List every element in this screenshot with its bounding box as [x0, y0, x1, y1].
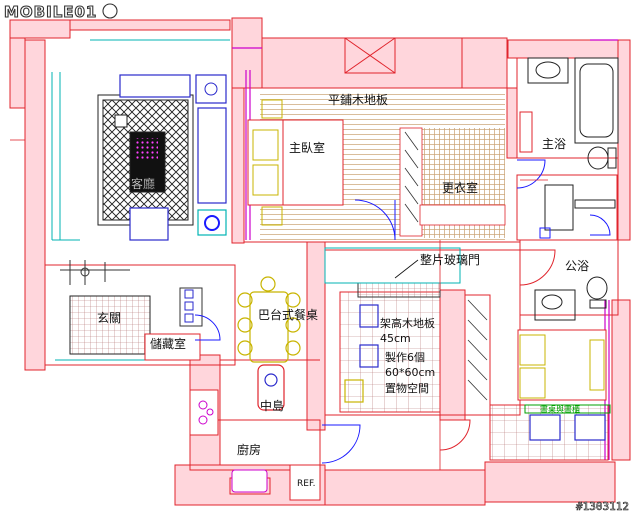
label-master-bedroom: 主臥室	[289, 140, 325, 155]
entry-grid-fixture	[60, 260, 130, 285]
label-dining: 巴台式餐桌	[258, 307, 318, 322]
raised-floor-storage	[344, 304, 379, 403]
raised-floor-header	[357, 282, 441, 298]
bedroom-2	[464, 294, 611, 461]
glass-door-leader	[394, 259, 419, 279]
raised-floor	[339, 291, 441, 413]
label-floor-type: 平鋪木地板	[328, 92, 388, 107]
label-island: 中島	[260, 398, 284, 413]
image-id-stamp: #1303112	[576, 500, 629, 513]
label-storage: 儲藏室	[150, 336, 186, 351]
wall-outlines	[44, 37, 619, 495]
label-raised-floor-4: 60*60cm	[385, 366, 435, 379]
dining-table	[237, 276, 301, 411]
label-raised-floor-5: 置物空間	[385, 381, 429, 395]
label-living-room: 客廳	[131, 176, 155, 191]
label-master-bath: 主浴	[542, 137, 566, 151]
kitchen-counter	[189, 389, 321, 501]
label-public-bath: 公浴	[565, 259, 589, 273]
label-raised-floor-3: 製作6個	[385, 350, 425, 364]
glass-door-strip	[324, 247, 461, 284]
label-kitchen: 廚房	[237, 442, 261, 457]
label-closet: 更衣室	[442, 180, 478, 195]
label-entry: 玄關	[97, 310, 121, 325]
doors	[194, 159, 611, 464]
closet-rods	[399, 127, 506, 237]
bed-master	[247, 99, 344, 226]
living-room-furniture	[97, 74, 227, 241]
label-raised-floor-2: 45cm	[380, 332, 411, 345]
watermark-circle	[102, 3, 118, 19]
label-glass-door: 整片玻璃門	[420, 252, 480, 267]
label-fridge: REF.	[297, 479, 316, 489]
entry-cabinets	[69, 287, 203, 361]
label-raised-floor-1: 架高木地板	[380, 316, 435, 330]
master-bath-fixtures	[519, 57, 619, 170]
watermark-logo: MOBILE01	[4, 3, 97, 21]
label-study-note: 書桌與書櫃	[540, 404, 580, 414]
misc-lines	[10, 139, 548, 470]
public-bath-fixtures	[534, 184, 616, 321]
